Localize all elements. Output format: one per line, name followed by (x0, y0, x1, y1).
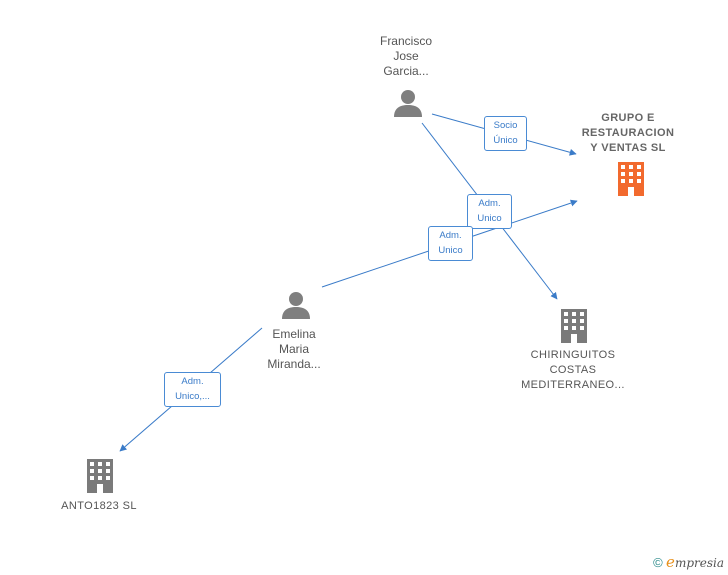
company-label-chiringuitos[interactable]: CHIRINGUITOS COSTAS MEDITERRANEO... (521, 349, 625, 391)
edge-label-adm-unico-anto: Adm. Unico,... (164, 372, 221, 407)
building-icon-grupo[interactable] (618, 162, 644, 196)
building-icon-chiringuitos[interactable] (561, 309, 587, 343)
company-label-grupo[interactable]: GRUPO E RESTAURACION Y VENTAS SL (581, 112, 675, 154)
person-label-francisco[interactable]: Francisco Jose Garcia... (379, 34, 432, 78)
edge-label-adm-unico-emelina: Adm. Unico (428, 226, 473, 261)
person-icon-francisco[interactable] (394, 90, 422, 117)
edge-label-adm-unico-francisco: Adm. Unico (467, 194, 512, 229)
brand-name: mpresia (674, 556, 724, 570)
person-icon-emelina[interactable] (282, 292, 310, 319)
person-label-emelina[interactable]: Emelina Maria Miranda... (267, 327, 321, 371)
building-icon-anto[interactable] (87, 459, 113, 493)
copyright-symbol: © (653, 555, 663, 570)
brand-initial: e (666, 553, 675, 571)
company-label-anto[interactable]: ANTO1823 SL (61, 500, 137, 512)
edge-label-socio-unico: Socio Único (484, 116, 527, 151)
empresia-logo[interactable]: © empresia (653, 553, 724, 571)
